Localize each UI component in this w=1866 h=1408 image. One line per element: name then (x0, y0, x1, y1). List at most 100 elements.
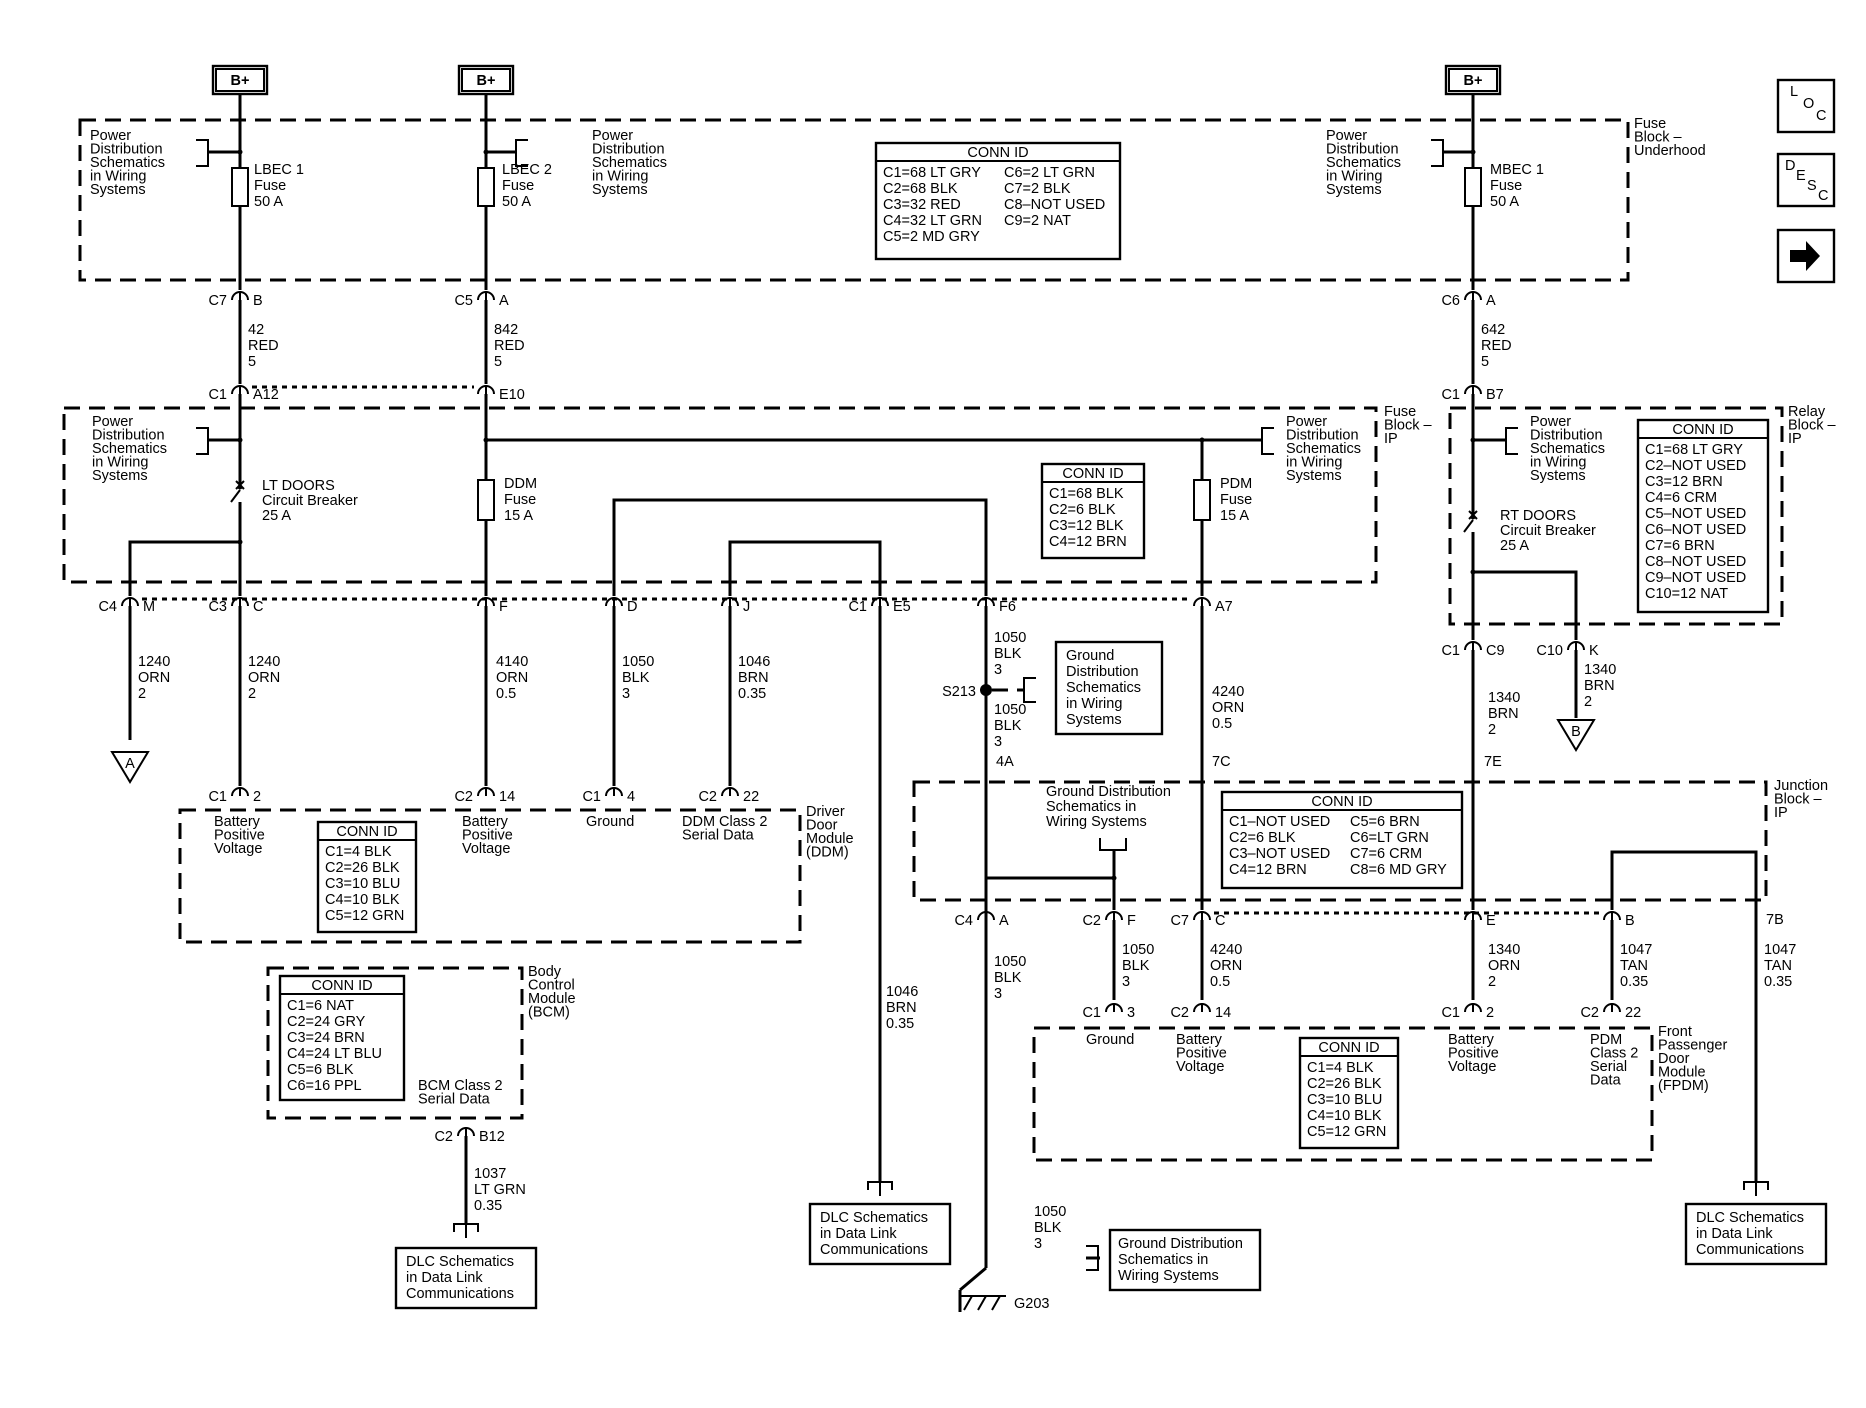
conn-id-entry: C5=2 MD GRY (883, 229, 980, 245)
fuse-block-ip-label: Fuse (1384, 404, 1416, 420)
pin-label: C5 (454, 293, 473, 309)
pin-label: C1 (208, 387, 227, 403)
bcm-label: (BCM) (528, 1005, 570, 1021)
wire-1046-j-label: BRN (738, 670, 769, 686)
ground-distribution-bottom-text: Ground Distribution (1118, 1236, 1243, 1252)
wire-1050-c4-label: 1050 (994, 954, 1026, 970)
wire-1050-s213-label: BLK (994, 718, 1022, 734)
wire-1050-c4-label: 3 (994, 986, 1002, 1002)
pin-label: C1 (1441, 643, 1460, 659)
pin-label: E5 (893, 599, 911, 615)
ground-distribution-text: Schematics (1066, 680, 1141, 696)
fpdm-battery-label-1: Voltage (1176, 1059, 1224, 1075)
wire-1050-g203-label: BLK (1034, 1220, 1062, 1236)
pds-label-4: Systems (92, 468, 148, 484)
pds-label-1: in Wiring (90, 169, 146, 185)
conn-id-entry: C8–NOT USED (1004, 197, 1105, 213)
wire-1340-k-label: BRN (1584, 678, 1615, 694)
connector-symbol (1464, 384, 1482, 395)
pin-label: C10 (1536, 643, 1563, 659)
wire-4140-label: 4140 (496, 654, 528, 670)
hook (1743, 1181, 1769, 1196)
lt-doors-breaker-label: LT DOORS (262, 478, 335, 494)
pds-label-6: in Wiring (1530, 455, 1586, 471)
wire (1610, 850, 1758, 1182)
pds-label-4: Distribution (92, 428, 165, 444)
fuse-block-underhood-label: Fuse (1634, 116, 1666, 132)
ddm-battery-label-1: Voltage (214, 841, 262, 857)
bcm-label: Body (528, 964, 562, 980)
dlc-box-left (394, 1246, 538, 1310)
wire-1037-label: 1037 (474, 1166, 506, 1182)
pin-label: C2 (1170, 1005, 1189, 1021)
bcm-label: Control (528, 978, 575, 994)
ddm-battery-label-2: Battery (462, 814, 509, 830)
fuse-symbol (1464, 167, 1482, 207)
conn-id-entry: C3=12 BLK (1049, 518, 1124, 534)
pdm-fuse-label: Fuse (1220, 492, 1252, 508)
ddm-border (178, 808, 802, 944)
wire-1047-b-label: TAN (1620, 958, 1648, 974)
junction-dot (1470, 569, 1476, 575)
conn-id-entry: C4=12 BRN (1229, 862, 1307, 878)
pin-label: C2 (1580, 1005, 1599, 1021)
fpdm-border (1032, 1026, 1654, 1162)
conn-id-entry: C8–NOT USED (1645, 554, 1746, 570)
pin-label: C1 (1441, 387, 1460, 403)
connector-symbol (231, 290, 249, 301)
wire-1050-g203-label: 3 (1034, 1236, 1042, 1252)
wire-1050-c4-label: BLK (994, 970, 1022, 986)
dlc-left-text: in Data Link (406, 1270, 483, 1286)
conn-id-entry: C2=6 BLK (1229, 830, 1296, 846)
dlc-right-text: in Data Link (1696, 1226, 1773, 1242)
loc-letter-l: L (1790, 84, 1798, 100)
connector-symbol (1193, 910, 1211, 921)
pin-label: 2 (1486, 1005, 1494, 1021)
wire-1240-left-label: 2 (138, 686, 146, 702)
pin-label: B (1625, 913, 1635, 929)
ddm-serial-label: Serial Data (682, 828, 755, 844)
conn-id-entry: C6=16 PPL (287, 1078, 362, 1094)
pin-label: M (143, 599, 155, 615)
junction-ground-text: Wiring Systems (1046, 814, 1147, 830)
conn-id-title: CONN ID (967, 145, 1028, 161)
ddm-fuse-label: DDM (504, 476, 537, 492)
pds-label-5: Systems (1286, 468, 1342, 484)
bracket (1086, 1245, 1099, 1271)
pin-label: C4 (98, 599, 117, 615)
ddm-label: Driver (806, 804, 845, 820)
pin-label: C7 (208, 293, 227, 309)
fpdm-serial-label: Data (1590, 1073, 1622, 1089)
battery-positive-label: B+ (1464, 73, 1483, 89)
conn-id-entry: C9–NOT USED (1645, 570, 1746, 586)
desc-letter-e: E (1796, 168, 1806, 184)
fpdm-serial-label: PDM (1590, 1032, 1622, 1048)
bracket (515, 139, 528, 167)
breaker-mark (235, 480, 245, 490)
right-arrow-icon[interactable] (1790, 241, 1820, 271)
pds-label-5: Distribution (1286, 428, 1359, 444)
conn-id-entry: C5–NOT USED (1645, 506, 1746, 522)
wire-1050-f6-label: BLK (994, 646, 1022, 662)
wire-1047-b-label: 0.35 (1620, 974, 1648, 990)
offpage-b-label: B (1571, 724, 1581, 740)
junction-ground-text: Schematics in (1046, 799, 1136, 815)
pds-label-5: Schematics (1286, 441, 1361, 457)
connector-symbol (1464, 290, 1482, 301)
fuse-block-underhood-border (78, 118, 1630, 282)
dlc-right-text: Communications (1696, 1242, 1804, 1258)
fuse-block-underhood-label: Underhood (1634, 143, 1706, 159)
mbec1-fuse-label: 50 A (1490, 194, 1519, 210)
fpdm-serial-label: Class 2 (1590, 1046, 1638, 1062)
pin-label: F (499, 599, 508, 615)
conn-id-entry: C6=LT GRN (1350, 830, 1429, 846)
dlc-middle-text: in Data Link (820, 1226, 897, 1242)
pds-label-1: Power (90, 128, 131, 144)
lbec1-fuse-label: 50 A (254, 194, 283, 210)
pds-label-1: Schematics (90, 155, 165, 171)
offpage-a-triangle (110, 751, 150, 784)
wire-4240-c-label: ORN (1210, 958, 1242, 974)
conn-id-entry: C1=68 BLK (1049, 486, 1124, 502)
connector-symbol (1193, 1002, 1211, 1013)
wire-1050-s213-label: 1050 (994, 702, 1026, 718)
